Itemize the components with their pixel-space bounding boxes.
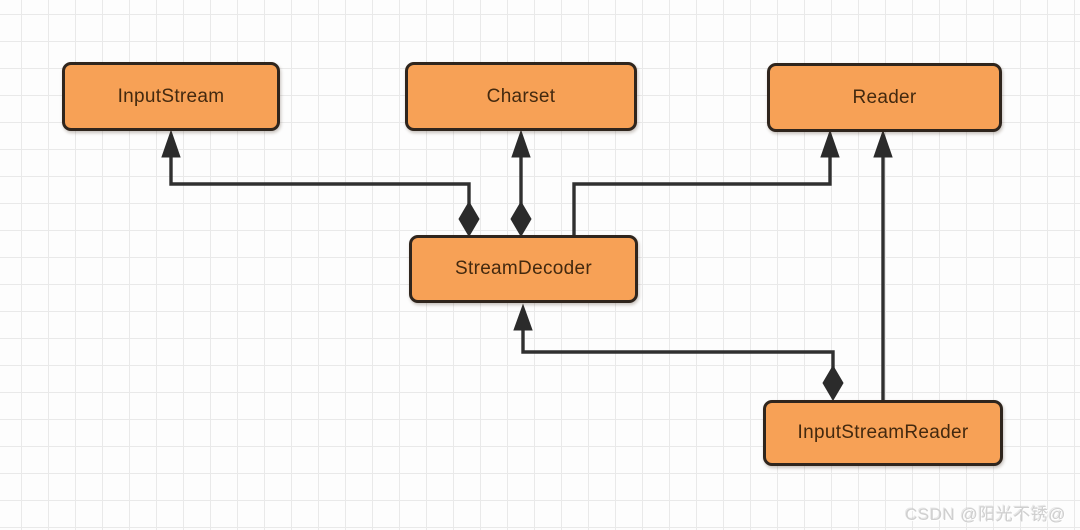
node-label: Charset bbox=[486, 85, 556, 107]
arrowhead-icon bbox=[873, 129, 893, 158]
edge-inputstreamreader-reader bbox=[873, 129, 893, 401]
node-inputstreamreader: InputStreamReader bbox=[763, 400, 1003, 466]
watermark: CSDN @阳光不锈@ bbox=[905, 505, 1066, 524]
edge-streamdecoder-inputstream bbox=[161, 129, 480, 237]
arrowhead-icon bbox=[820, 129, 840, 158]
node-reader: Reader bbox=[767, 63, 1002, 132]
edge-streamdecoder-reader bbox=[572, 129, 840, 236]
arrowhead-icon bbox=[161, 129, 181, 158]
node-charset: Charset bbox=[405, 62, 637, 131]
node-label: InputStreamReader bbox=[797, 422, 969, 443]
node-label: InputStream bbox=[117, 85, 225, 107]
node-streamdecoder: StreamDecoder bbox=[409, 235, 638, 303]
edge-inputstreamreader-streamdecoder bbox=[513, 303, 844, 401]
node-label: Reader bbox=[852, 86, 917, 108]
edge-streamdecoder-charset bbox=[510, 129, 532, 237]
diamond-icon bbox=[822, 365, 844, 401]
diamond-icon bbox=[510, 201, 532, 237]
diamond-icon bbox=[458, 201, 480, 237]
arrowhead-icon bbox=[511, 129, 531, 158]
node-inputstream: InputStream bbox=[62, 62, 280, 131]
node-label: StreamDecoder bbox=[455, 258, 592, 279]
arrowhead-icon bbox=[513, 303, 533, 331]
